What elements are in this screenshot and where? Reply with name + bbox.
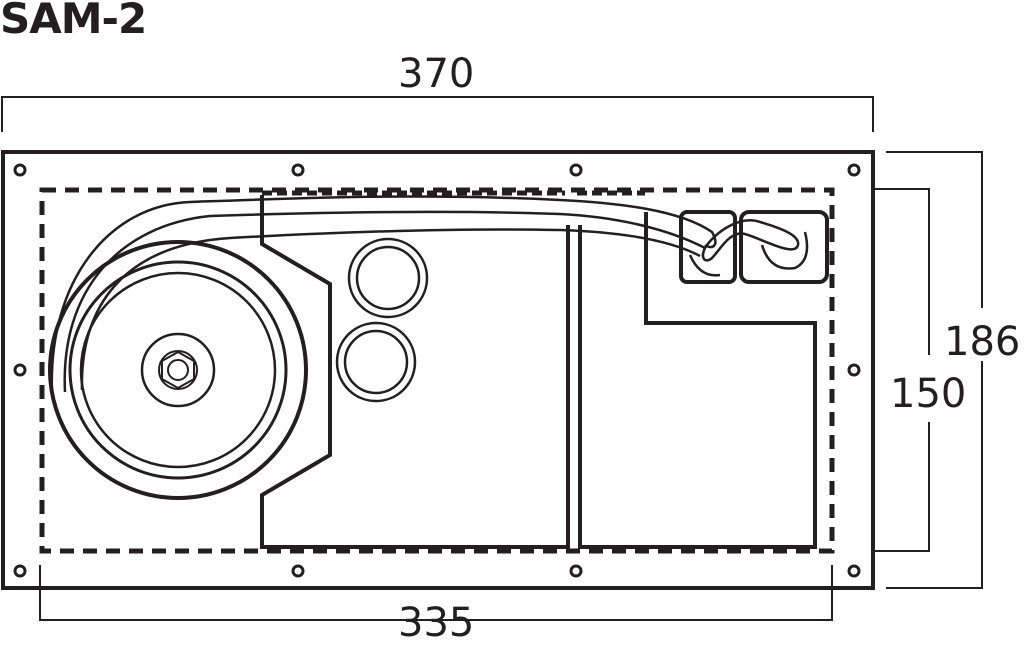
dimension-cutout-width: 335 [398,600,475,646]
dimension-lines [1,96,983,621]
enclosure-right [578,212,817,549]
enclosure-left [260,195,570,549]
dimension-overall-height: 186 [944,319,1021,365]
drawing-title: SAM-2 [0,0,147,43]
terminal-box-2 [739,210,829,284]
dimension-overall-width: 370 [398,51,475,97]
speaker-frame [1,150,875,590]
screw-holes [13,163,861,578]
cable [50,195,800,393]
woofer [48,240,308,500]
dimension-cutout-height: 150 [890,371,967,417]
cutout-outline [39,187,835,554]
port-rings [335,237,429,403]
